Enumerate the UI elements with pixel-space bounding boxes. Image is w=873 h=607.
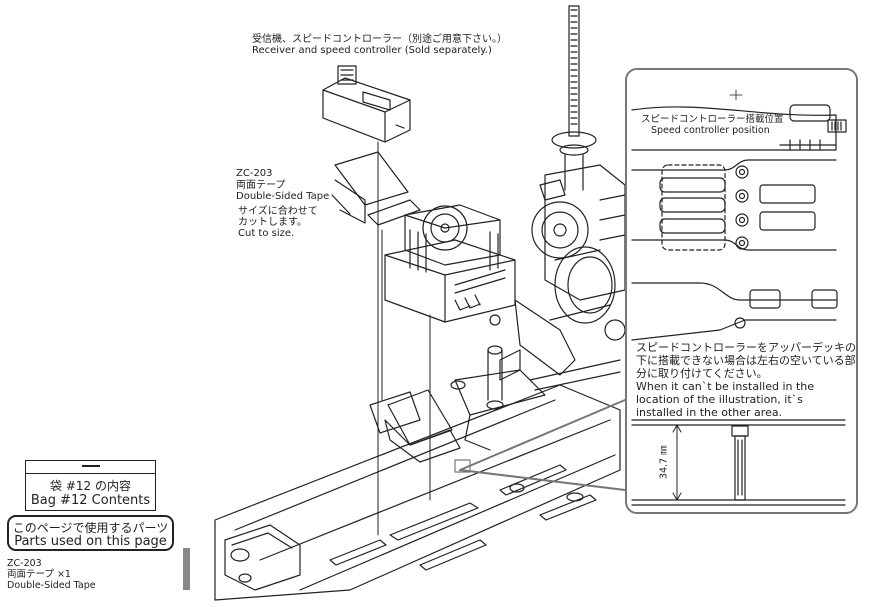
bag-bar [82,465,100,467]
parts-used-jp: このページで使用するパーツ [12,521,169,535]
tape-name-en: Double-Sided Tape [236,191,330,202]
bag-contents-box: 袋 #12 の内容 Bag #12 Contents [25,460,156,511]
inset-frame [625,68,858,514]
parts-list-jp: 両面テープ ×1 [7,569,71,580]
cut-note-jp1: サイズに合わせて [238,206,318,217]
inset-note-jp2: 下に搭載できない場合は左右の空いている部 [636,354,856,367]
speed-controller [384,204,516,326]
parts-list-en: Double-Sided Tape [7,580,96,591]
controller-position-en: Speed controller position [651,125,770,136]
receiver [322,65,411,143]
front-bulkhead [224,524,301,591]
inset-deck [631,89,847,341]
inset-note-jp1: スピードコントローラーをアッパーデッキの [636,341,856,354]
inset-note-jp3: 分に取り付けてください。 [636,367,768,380]
antenna-post [551,5,597,191]
inset-side-view [631,419,846,506]
inset-note-en3: installed in the other area. [636,406,783,419]
cut-note-jp2: カットします。 [238,217,307,228]
accent-bar [183,548,190,590]
cut-note-en: Cut to size. [238,228,295,239]
receiver-label-jp: 受信機、スピードコントローラー（別途ご用意下さい。） [252,34,507,45]
controller-position-jp: スピードコントローラー搭載位置 [641,114,784,125]
gearbox-motor [487,164,626,401]
receiver-label-en: Receiver and speed controller (Sold sepa… [252,45,492,56]
parts-list-code: ZC-203 [7,558,42,569]
chassis-plate [214,384,621,601]
suspension-arm [450,369,546,451]
inset-pointer [454,399,626,491]
inset-note-en2: location of the illustration, it`s [636,393,803,406]
tape-name-jp: 両面テープ [236,180,286,191]
bag-title-en: Bag #12 Contents [30,493,151,508]
parts-used-box: このページで使用するパーツ Parts used on this page [7,515,174,551]
parts-used-en: Parts used on this page [14,534,167,549]
tape-code: ZC-203 [236,168,273,179]
guide-lines [377,141,431,536]
inset-note-en1: When it can`t be installed in the [636,380,815,393]
bag-title-jp: 袋 #12 の内容 [50,479,131,493]
bag-divider [26,473,155,474]
double-sided-tape [331,151,461,463]
dimension-label: 34.7 ㎜ [658,445,670,480]
